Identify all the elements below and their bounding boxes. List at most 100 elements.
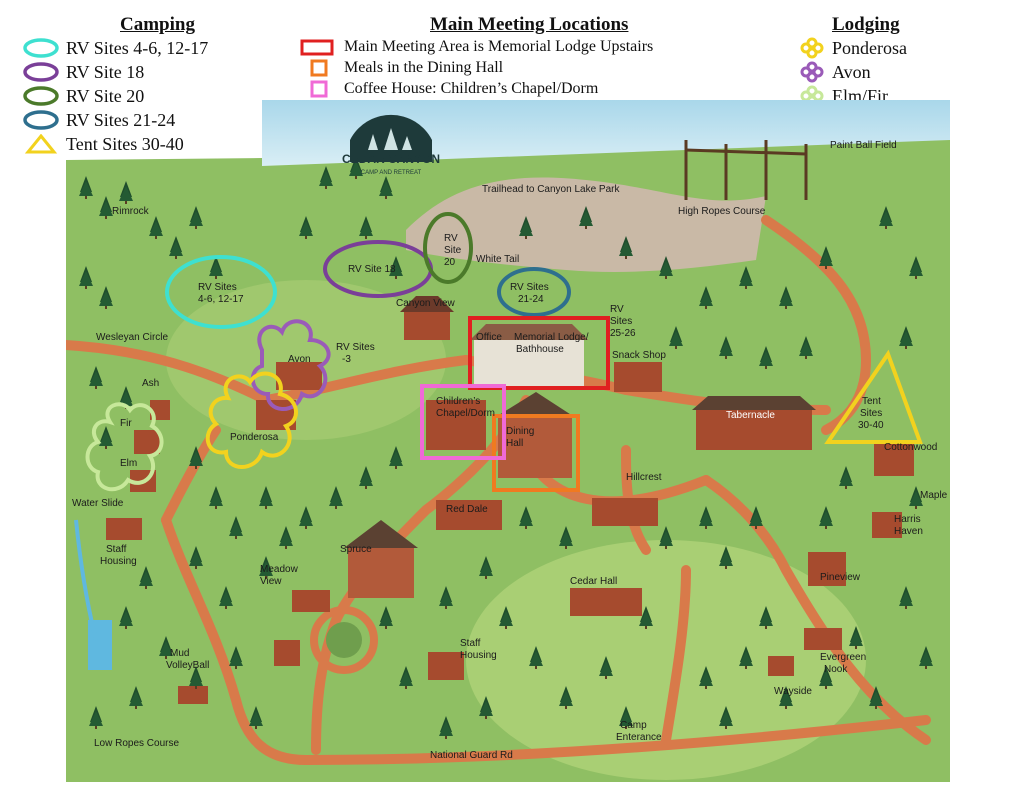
label-harris-line1: Harris (894, 514, 921, 525)
oval-icon (23, 110, 59, 130)
flower-icon (800, 61, 824, 83)
legend-item-rv-18: RV Site 18 (22, 60, 262, 84)
legend-camping-title: Camping (120, 14, 195, 35)
legend-item-label: RV Site 20 (66, 86, 145, 106)
label-office: Office (476, 332, 502, 343)
label-hillcrest: Hillcrest (626, 472, 662, 483)
legend-item-label: RV Sites 4-6, 12-17 (66, 38, 209, 58)
label-wesleyan-circle: Wesleyan Circle (96, 332, 168, 343)
label-rv-sites-3-line2: -3 (342, 354, 351, 365)
legend-item-ponderosa: Ponderosa (798, 36, 938, 60)
water-slide-track (74, 519, 98, 641)
legend-item-label: Avon (832, 62, 871, 82)
oval-icon (23, 86, 59, 106)
label-meadow-line1: Meadow (260, 564, 299, 575)
label-camp-entrance-line1: Camp (620, 720, 647, 731)
legend-item-label: Meals in the Dining Hall (344, 59, 504, 76)
label-rv-21-line2: 21-24 (518, 294, 544, 305)
label-spruce: Spruce (340, 544, 372, 555)
label-tent-line1: Tent (862, 396, 881, 407)
label-maple: Maple (920, 490, 948, 501)
label-paintball: Paint Ball Field (830, 140, 897, 151)
label-staff-housing-line2: Housing (100, 556, 137, 567)
label-cedar-hall: Cedar Hall (570, 576, 617, 587)
triangle-icon (24, 134, 58, 154)
label-tent-line2: Sites (860, 408, 882, 419)
label-rv-4-6-line1: RV Sites (198, 282, 237, 293)
legend-meeting: Main Meeting Locations Main Meeting Area… (298, 14, 718, 99)
label-ash: Ash (142, 378, 159, 389)
label-trailhead: Trailhead to Canyon Lake Park (482, 184, 620, 195)
square-icon (310, 80, 328, 97)
legend-item-label: Main Meeting Area is Memorial Lodge Upst… (344, 38, 654, 55)
highlight-memorial-lodge (468, 316, 610, 390)
label-evergreen-line1: Evergreen (820, 652, 866, 663)
legend-item-label: Ponderosa (832, 38, 907, 58)
camp-map: CEDAR CANYON CAMP AND RETREAT Paint Ball… (66, 100, 950, 782)
label-ponderosa: Ponderosa (230, 432, 279, 443)
label-low-ropes: Low Ropes Course (94, 738, 179, 749)
highlight-rv-4-6 (165, 255, 277, 329)
meadow (166, 280, 446, 440)
roundabout (310, 606, 378, 674)
label-dining-line2: Hall (506, 438, 523, 449)
legend-item-dining-hall: Meals in the Dining Hall (298, 57, 718, 78)
camp-map-illustration: CEDAR CANYON CAMP AND RETREAT Paint Ball… (66, 100, 950, 782)
label-national-guard-rd: National Guard Rd (430, 750, 513, 761)
label-rv-20-line1: RV (444, 233, 458, 244)
label-memorial-line2: Bathhouse (516, 344, 564, 355)
label-snack-shop: Snack Shop (612, 350, 666, 361)
label-rv-21-line1: RV Sites (510, 282, 549, 293)
label-rv-4-6-line2: 4-6, 12-17 (198, 294, 244, 305)
label-rv-20-line3: 20 (444, 257, 456, 268)
legend-item-rv-20: RV Site 20 (22, 84, 262, 108)
legend-lodging: Lodging Ponderosa Avon Elm/Fir (798, 14, 938, 108)
legend-item-memorial-lodge: Main Meeting Area is Memorial Lodge Upst… (298, 36, 718, 57)
legend-meeting-title: Main Meeting Locations (430, 14, 629, 35)
label-water-slide: Water Slide (72, 498, 124, 509)
label-rv-25-line3: 25-26 (610, 328, 636, 339)
square-icon (300, 39, 334, 55)
label-avon: Avon (288, 354, 311, 365)
label-evergreen-line2: Nook (824, 664, 848, 675)
buildings (106, 296, 914, 704)
label-staff2-line1: Staff (460, 638, 481, 649)
label-rv-18: RV Site 18 (348, 264, 396, 275)
legend-item-label: RV Sites 21-24 (66, 110, 176, 130)
map-labels: Paint Ball Field Trailhead to Canyon Lak… (72, 140, 948, 761)
highlight-avon (251, 319, 331, 411)
logo-name: CEDAR CANYON (342, 152, 440, 166)
label-red-dale: Red Dale (446, 504, 488, 515)
label-wayside: Wayside (774, 686, 812, 697)
label-tabernacle: Tabernacle (726, 410, 775, 421)
highlight-rv-20 (423, 212, 473, 284)
label-tent-line3: 30-40 (858, 420, 884, 431)
meadow (466, 540, 866, 780)
label-rv-sites-3-line1: RV Sites (336, 342, 375, 353)
label-childrens-line2: Chapel/Dorm (436, 408, 495, 419)
legend-item-label: Coffee House: Children’s Chapel/Dorm (344, 80, 599, 97)
oval-icon (23, 38, 59, 58)
label-staff-housing-line1: Staff (106, 544, 127, 555)
legend-item-coffee-house: Coffee House: Children’s Chapel/Dorm (298, 78, 718, 99)
label-mud-line1: Mud (170, 648, 189, 659)
label-rv-25-line2: Sites (610, 316, 632, 327)
flower-icon (800, 37, 824, 59)
legend-item-rv-21-24: RV Sites 21-24 (22, 108, 262, 132)
label-rimrock: Rimrock (112, 206, 150, 217)
label-high-ropes: High Ropes Course (678, 206, 766, 217)
label-elm: Elm (120, 458, 137, 469)
highlight-tent-sites (824, 349, 923, 444)
label-fir: Fir (120, 418, 132, 429)
legend-item-label: Tent Sites 30-40 (66, 134, 184, 154)
label-pineview: Pineview (820, 572, 861, 583)
label-rv-25-line1: RV (610, 304, 624, 315)
highlight-elm-fir (85, 402, 164, 492)
legend-item-avon: Avon (798, 60, 938, 84)
highlight-childrens-chapel (420, 384, 506, 460)
label-meadow-line2: View (260, 576, 282, 587)
legend-lodging-title: Lodging (832, 14, 900, 35)
legend-camping: Camping RV Sites 4-6, 12-17 RV Site 18 R… (22, 14, 262, 156)
label-memorial-line1: Memorial Lodge/ (514, 332, 589, 343)
label-harris-line2: Haven (894, 526, 923, 537)
